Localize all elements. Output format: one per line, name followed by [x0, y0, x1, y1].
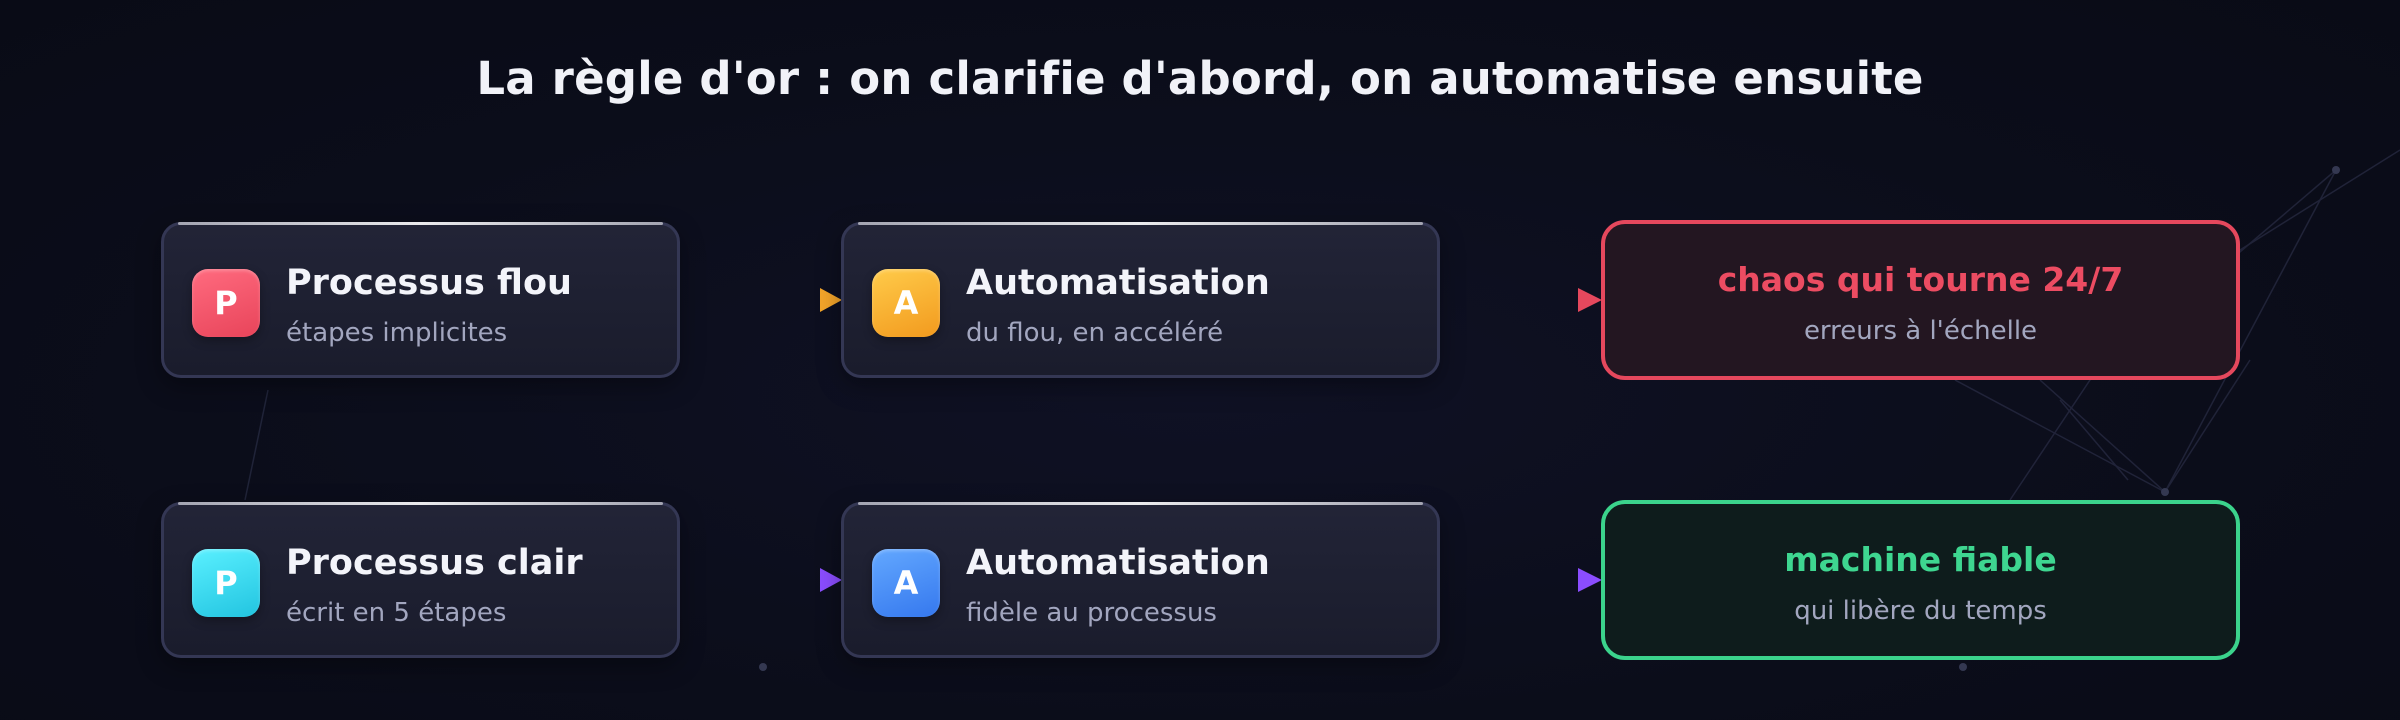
arrow-process-to-automation-row1	[680, 288, 842, 312]
arrow-automation-to-outcome-row1	[1440, 288, 1602, 312]
automation-badge-icon: A	[872, 549, 940, 617]
process-badge-icon: P	[192, 269, 260, 337]
outcome-title: chaos qui tourne 24/7	[1717, 260, 2124, 299]
process-title: Processus clair	[286, 543, 583, 583]
process-node-row1: P Processus flou étapes implicites	[161, 222, 680, 378]
automation-subtitle: du flou, en accéléré	[966, 318, 1224, 348]
arrow-automation-to-outcome-row2	[1440, 568, 1602, 592]
process-subtitle: étapes implicites	[286, 318, 508, 348]
automation-subtitle: fidèle au processus	[966, 598, 1217, 628]
automation-title: Automatisation	[966, 263, 1270, 303]
outcome-subtitle: qui libère du temps	[1794, 596, 2047, 626]
automation-node-row1: A Automatisation du flou, en accéléré	[841, 222, 1440, 378]
process-subtitle: écrit en 5 étapes	[286, 598, 507, 628]
diagram-title: La règle d'or : on clarifie d'abord, on …	[476, 52, 1924, 105]
automation-title: Automatisation	[966, 543, 1270, 583]
outcome-node-bad: chaos qui tourne 24/7 erreurs à l'échell…	[1601, 220, 2240, 380]
outcome-title: machine fiable	[1784, 540, 2057, 579]
outcome-subtitle: erreurs à l'échelle	[1803, 316, 2038, 346]
automation-badge-icon: A	[872, 269, 940, 337]
process-badge-icon: P	[192, 549, 260, 617]
process-node-row2: P Processus clair écrit en 5 étapes	[161, 502, 680, 658]
outcome-node-good: machine fiable qui libère du temps	[1601, 500, 2240, 660]
automation-node-row2: A Automatisation fidèle au processus	[841, 502, 1440, 658]
process-title: Processus flou	[286, 263, 572, 303]
arrow-process-to-automation-row2	[680, 568, 842, 592]
